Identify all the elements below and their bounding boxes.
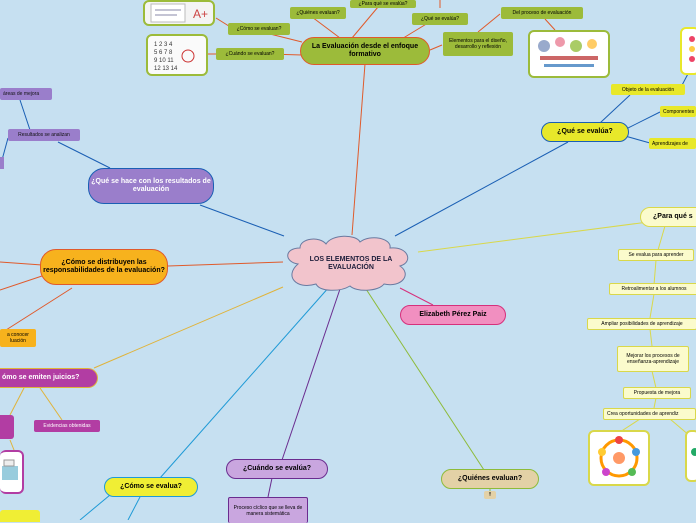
para-que-item-4[interactable]: Mejorar los procesos de enseñanza-aprend… xyxy=(617,346,689,372)
partial-node-edge xyxy=(0,157,4,169)
enfoque-como-se-evaluan[interactable]: ¿Cómo se evaluan? xyxy=(228,23,290,35)
evaluation-illustration-image xyxy=(680,27,696,75)
areas-de-mejora[interactable]: áreas de mejora xyxy=(0,88,52,100)
enfoque-que-se-evalua[interactable]: ¿Qué se evalúa? xyxy=(412,13,468,25)
componentes[interactable]: Componentes xyxy=(660,106,696,117)
central-topic-label: LOS ELEMENTOS DE LA EVALUACIÓN xyxy=(309,255,393,271)
para-que-item-5[interactable]: Propuesta de mejora xyxy=(623,387,691,399)
exam-paper-image: A+ xyxy=(143,0,215,26)
resultados-se-analizan[interactable]: Resultados se analizan xyxy=(8,129,80,141)
svg-text:1 2 3 4: 1 2 3 4 xyxy=(154,42,173,48)
classroom-image xyxy=(685,430,696,482)
branch-como-se-distribuyen[interactable]: ¿Cómo se distribuyen las responsabilidad… xyxy=(40,249,168,285)
children-circle-image xyxy=(588,430,650,486)
enfoque-elementos-diseno[interactable]: Elementos para el diseño, desarrollo y r… xyxy=(443,32,513,56)
branch-que-se-hace-resultados[interactable]: ¿Qué se hace con los resultados de evalu… xyxy=(88,168,214,204)
svg-text:A+: A+ xyxy=(193,7,208,21)
calendar-image: 1 2 3 4 5 6 7 8 9 10 11 12 13 14 xyxy=(146,34,208,76)
quienes-child-node[interactable]: !! xyxy=(484,491,496,499)
enfoque-quienes-evaluan[interactable]: ¿Quiénes evaluan? xyxy=(290,7,346,19)
dar-a-conocer-evaluacion[interactable]: a conocer luación xyxy=(0,329,36,347)
author-name-node[interactable]: Elizabeth Pérez Paiz xyxy=(400,305,506,325)
enfoque-para-que[interactable]: ¿Para qué se evalúa? xyxy=(350,0,416,8)
para-que-item-6[interactable]: Crea oportunidades de aprendiz xyxy=(603,408,696,420)
printer-image xyxy=(0,450,24,494)
partial-juicio-node xyxy=(0,415,14,439)
evidencias-obtenidas[interactable]: Evidencias obtenidas xyxy=(34,420,100,432)
branch-que-se-evalua[interactable]: ¿Qué se evalúa? xyxy=(541,122,629,142)
objeto-de-evaluacion[interactable]: Objeto de la evaluación xyxy=(611,84,685,95)
branch-enfoque-formativo[interactable]: La Evaluación desde el enfoque formativo xyxy=(300,37,430,65)
branch-para-que-se-evalua[interactable]: ¿Para qué s xyxy=(640,207,696,227)
para-que-item-1[interactable]: Se evalua para aprender xyxy=(618,249,694,261)
enfoque-del-proceso[interactable]: Del proceso de evaluación xyxy=(501,7,583,19)
svg-text:5 6 7 8: 5 6 7 8 xyxy=(154,50,173,56)
para-que-item-3[interactable]: Ampliar posibilidades de aprendizaje xyxy=(587,318,696,330)
enfoque-cuando-se-evaluan[interactable]: ¿Cuándo se evaluan? xyxy=(216,48,284,60)
aprendizajes-de[interactable]: Aprendizajes de xyxy=(649,138,696,149)
svg-text:12 13 14: 12 13 14 xyxy=(154,66,178,72)
branch-cuando-se-evalua[interactable]: ¿Cuándo se evalúa? xyxy=(226,459,328,479)
svg-text:9 10 11: 9 10 11 xyxy=(154,58,174,64)
branch-como-se-emiten-juicios[interactable]: ómo se emiten juicios? xyxy=(0,368,98,388)
how-evaluate-image xyxy=(0,510,40,522)
branch-quienes-evaluan[interactable]: ¿Quiénes evaluan? xyxy=(441,469,539,489)
proceso-ciclico[interactable]: Proceso cíclico que se lleva de manera s… xyxy=(228,497,308,523)
central-topic-cloud[interactable] xyxy=(280,232,420,292)
evaluation-process-image xyxy=(528,30,610,78)
para-que-item-2[interactable]: Retroalimentar a los alumnos xyxy=(609,283,696,295)
branch-como-se-evalua[interactable]: ¿Cómo se evalua? xyxy=(104,477,198,497)
